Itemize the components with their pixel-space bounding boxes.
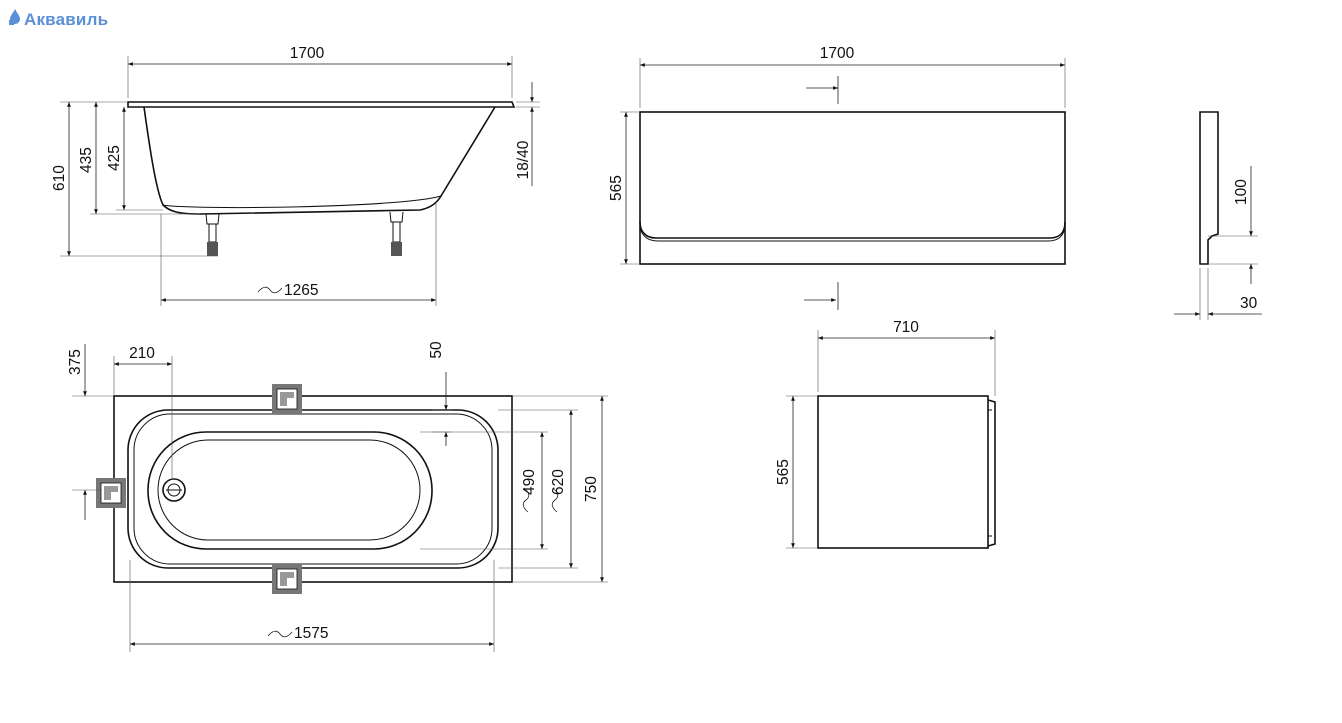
top-view-outer-rim: [113, 395, 513, 583]
watermark-text: Аквавиль: [24, 9, 109, 29]
front-panel-length-label: 1700: [820, 45, 855, 62]
drain-icon: [162, 478, 186, 502]
watermark-logo: Аквавиль: [8, 8, 108, 31]
top-view: 375 210 50 490 620 750 1575: [67, 341, 608, 652]
side-view-rim: [127, 101, 516, 108]
side-total-height-label: 610: [51, 165, 68, 191]
side-rim-label: 18/40: [515, 140, 532, 179]
side-legs-span-label: 1265: [284, 282, 318, 299]
end-panel-outline: [817, 395, 989, 549]
side-view: 1700 610 435 425 18/40 1265: [51, 45, 540, 306]
bowl-offset-label: 210: [129, 345, 155, 362]
side-view-body: [143, 106, 496, 215]
panel-profile-depth-label: 30: [1240, 295, 1258, 312]
front-panel: 1700 565: [608, 45, 1066, 310]
side-length-label: 1700: [290, 45, 325, 62]
mounting-bracket-left: [96, 478, 126, 508]
inner-width-label: 490: [521, 469, 538, 495]
drain-offset-label: 375: [67, 349, 84, 375]
front-panel-height-label: 565: [608, 175, 625, 201]
side-view-leg-right: [389, 211, 404, 256]
side-inner-depth-label: 425: [106, 145, 123, 171]
side-view-leg-left: [205, 213, 220, 256]
panel-profile-top-label: 100: [1233, 179, 1250, 205]
end-panel-height-label: 565: [775, 459, 792, 485]
bottom-length-label: 1575: [294, 625, 328, 642]
mounting-bracket-bottom: [272, 564, 302, 594]
bowl-width-label: 620: [550, 469, 567, 495]
end-panel: 710 565: [775, 319, 996, 549]
outer-width-label: 750: [583, 476, 600, 502]
end-panel-width-label: 710: [893, 319, 919, 336]
top-view-bottom-outer: [147, 431, 433, 550]
side-outer-depth-label: 435: [78, 147, 95, 173]
front-panel-outline: [639, 111, 1066, 265]
panel-profile: 100 30: [1174, 111, 1262, 320]
drop-hand-icon: [8, 8, 22, 31]
mounting-bracket-top: [272, 384, 302, 414]
panel-profile-section: [1199, 111, 1219, 265]
bowl-inset-label: 50: [428, 341, 445, 359]
top-view-bowl-outer: [127, 409, 499, 569]
top-view-bottom-inner: [157, 439, 421, 541]
